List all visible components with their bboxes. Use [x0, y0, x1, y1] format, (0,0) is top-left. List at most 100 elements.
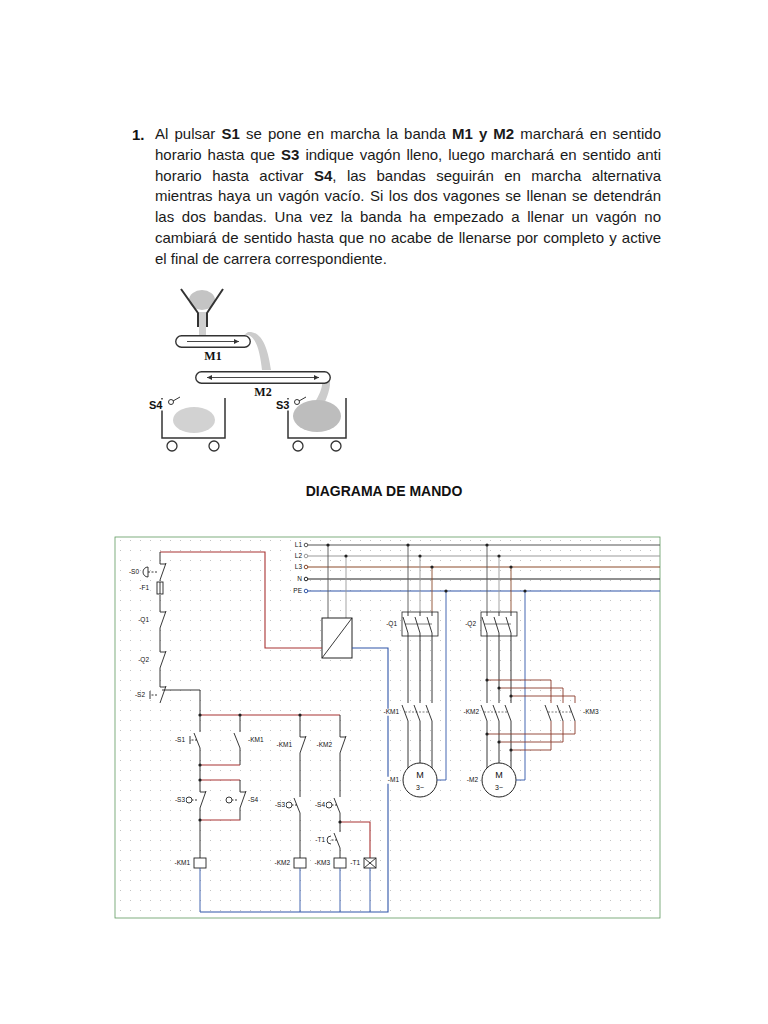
wire — [420, 556, 421, 612]
terminal — [304, 543, 308, 547]
junction-dot — [430, 565, 433, 568]
contact-gap — [158, 687, 162, 703]
contact-symbol — [150, 686, 166, 703]
item-number: 1. — [131, 127, 146, 142]
junction-dot — [418, 554, 421, 557]
wire — [481, 705, 487, 721]
contact-symbol — [160, 611, 166, 628]
wire — [511, 567, 512, 612]
wire — [405, 624, 432, 625]
junction-dot — [198, 763, 201, 766]
wire — [340, 822, 370, 858]
device-tag: -KM3 — [582, 709, 600, 716]
device-tag: -Q2 — [464, 621, 477, 628]
coil-tag: -KM3 — [313, 860, 331, 867]
wire — [402, 705, 408, 721]
emphasis-text: S3 — [281, 146, 299, 163]
wire — [437, 591, 446, 780]
wire — [511, 696, 575, 703]
contact-symbol — [234, 733, 240, 748]
wire — [432, 567, 433, 612]
wire — [408, 545, 409, 612]
section-heading: DIAGRAMA DE MANDO — [0, 484, 768, 498]
device-tag: -S0 — [128, 569, 140, 576]
wire — [200, 764, 240, 765]
contact-symbol — [327, 833, 340, 848]
wire — [403, 617, 408, 633]
motor-symbol — [482, 763, 516, 797]
wire — [499, 721, 563, 742]
wire — [569, 705, 575, 721]
wire — [420, 721, 421, 763]
junction-dot — [298, 713, 301, 716]
device-tag: -S3 — [274, 802, 286, 809]
wire — [506, 617, 511, 633]
wire — [306, 544, 660, 545]
device-tag: -T1 — [314, 837, 326, 844]
contact-symbol — [186, 791, 206, 808]
wire — [511, 721, 551, 750]
line-name: PE — [292, 588, 303, 595]
wire — [420, 636, 421, 703]
contact-symbol — [190, 733, 200, 748]
breaker-symbol — [481, 612, 517, 636]
conveyor-belt: M2 — [195, 371, 331, 384]
terminal — [304, 554, 308, 558]
junction-dot — [497, 686, 500, 689]
wire — [160, 582, 161, 594]
wire — [487, 636, 488, 703]
line-name: L2 — [294, 553, 303, 560]
control-schematic — [143, 543, 660, 912]
wire — [511, 721, 512, 768]
wire — [200, 819, 240, 820]
junction-dot — [509, 565, 512, 568]
device-tag: -F1 — [138, 585, 150, 592]
coil-tag: -KM2 — [273, 860, 291, 867]
wire — [557, 705, 563, 721]
mechanical-link — [405, 712, 429, 713]
junction-dot — [497, 740, 500, 743]
junction-dot — [406, 543, 409, 546]
wire — [340, 868, 341, 912]
wire — [306, 566, 660, 567]
wire — [427, 617, 432, 633]
wire — [322, 618, 352, 658]
device-tag: -S1 — [174, 737, 186, 744]
relay-coil — [334, 858, 346, 868]
hopper — [181, 289, 223, 335]
junction-dot — [326, 543, 329, 546]
junction-dot — [485, 732, 488, 735]
contact-symbol — [340, 736, 346, 753]
wire — [499, 556, 500, 612]
sensor-name: S4 — [148, 400, 163, 411]
wire — [408, 721, 409, 768]
wire — [414, 705, 420, 721]
coil-tag: -T1 — [349, 860, 361, 867]
motor-symbol-text: M — [494, 771, 504, 780]
motor-symbol-text: 3~ — [494, 784, 504, 791]
device-tag: -KM1 — [247, 737, 265, 744]
device-tag: -KM2 — [462, 709, 480, 716]
contact-gap — [158, 652, 162, 668]
junction-dot — [509, 748, 512, 751]
device-tag: -KM2 — [315, 742, 333, 749]
terminal — [304, 577, 308, 581]
wire — [200, 779, 240, 780]
wire — [432, 721, 433, 768]
junction-dot — [497, 554, 500, 557]
wire — [432, 636, 433, 703]
breaker-symbol — [402, 612, 438, 636]
paragraph-text: Al pulsar — [155, 125, 215, 142]
junction-dot — [344, 554, 347, 557]
wire — [482, 617, 487, 633]
junction-dot — [509, 694, 512, 697]
device-tag: -S4 — [247, 797, 259, 804]
device-tag: -KM1 — [382, 709, 400, 716]
device-tag: -Q1 — [385, 621, 398, 628]
instruction-paragraph: Al pulsar S1 se pone en marcha la banda … — [155, 124, 661, 270]
contact-symbol — [300, 736, 306, 753]
contact-gap — [158, 612, 162, 628]
contact-gap — [158, 564, 162, 580]
junction-dot — [238, 713, 241, 716]
